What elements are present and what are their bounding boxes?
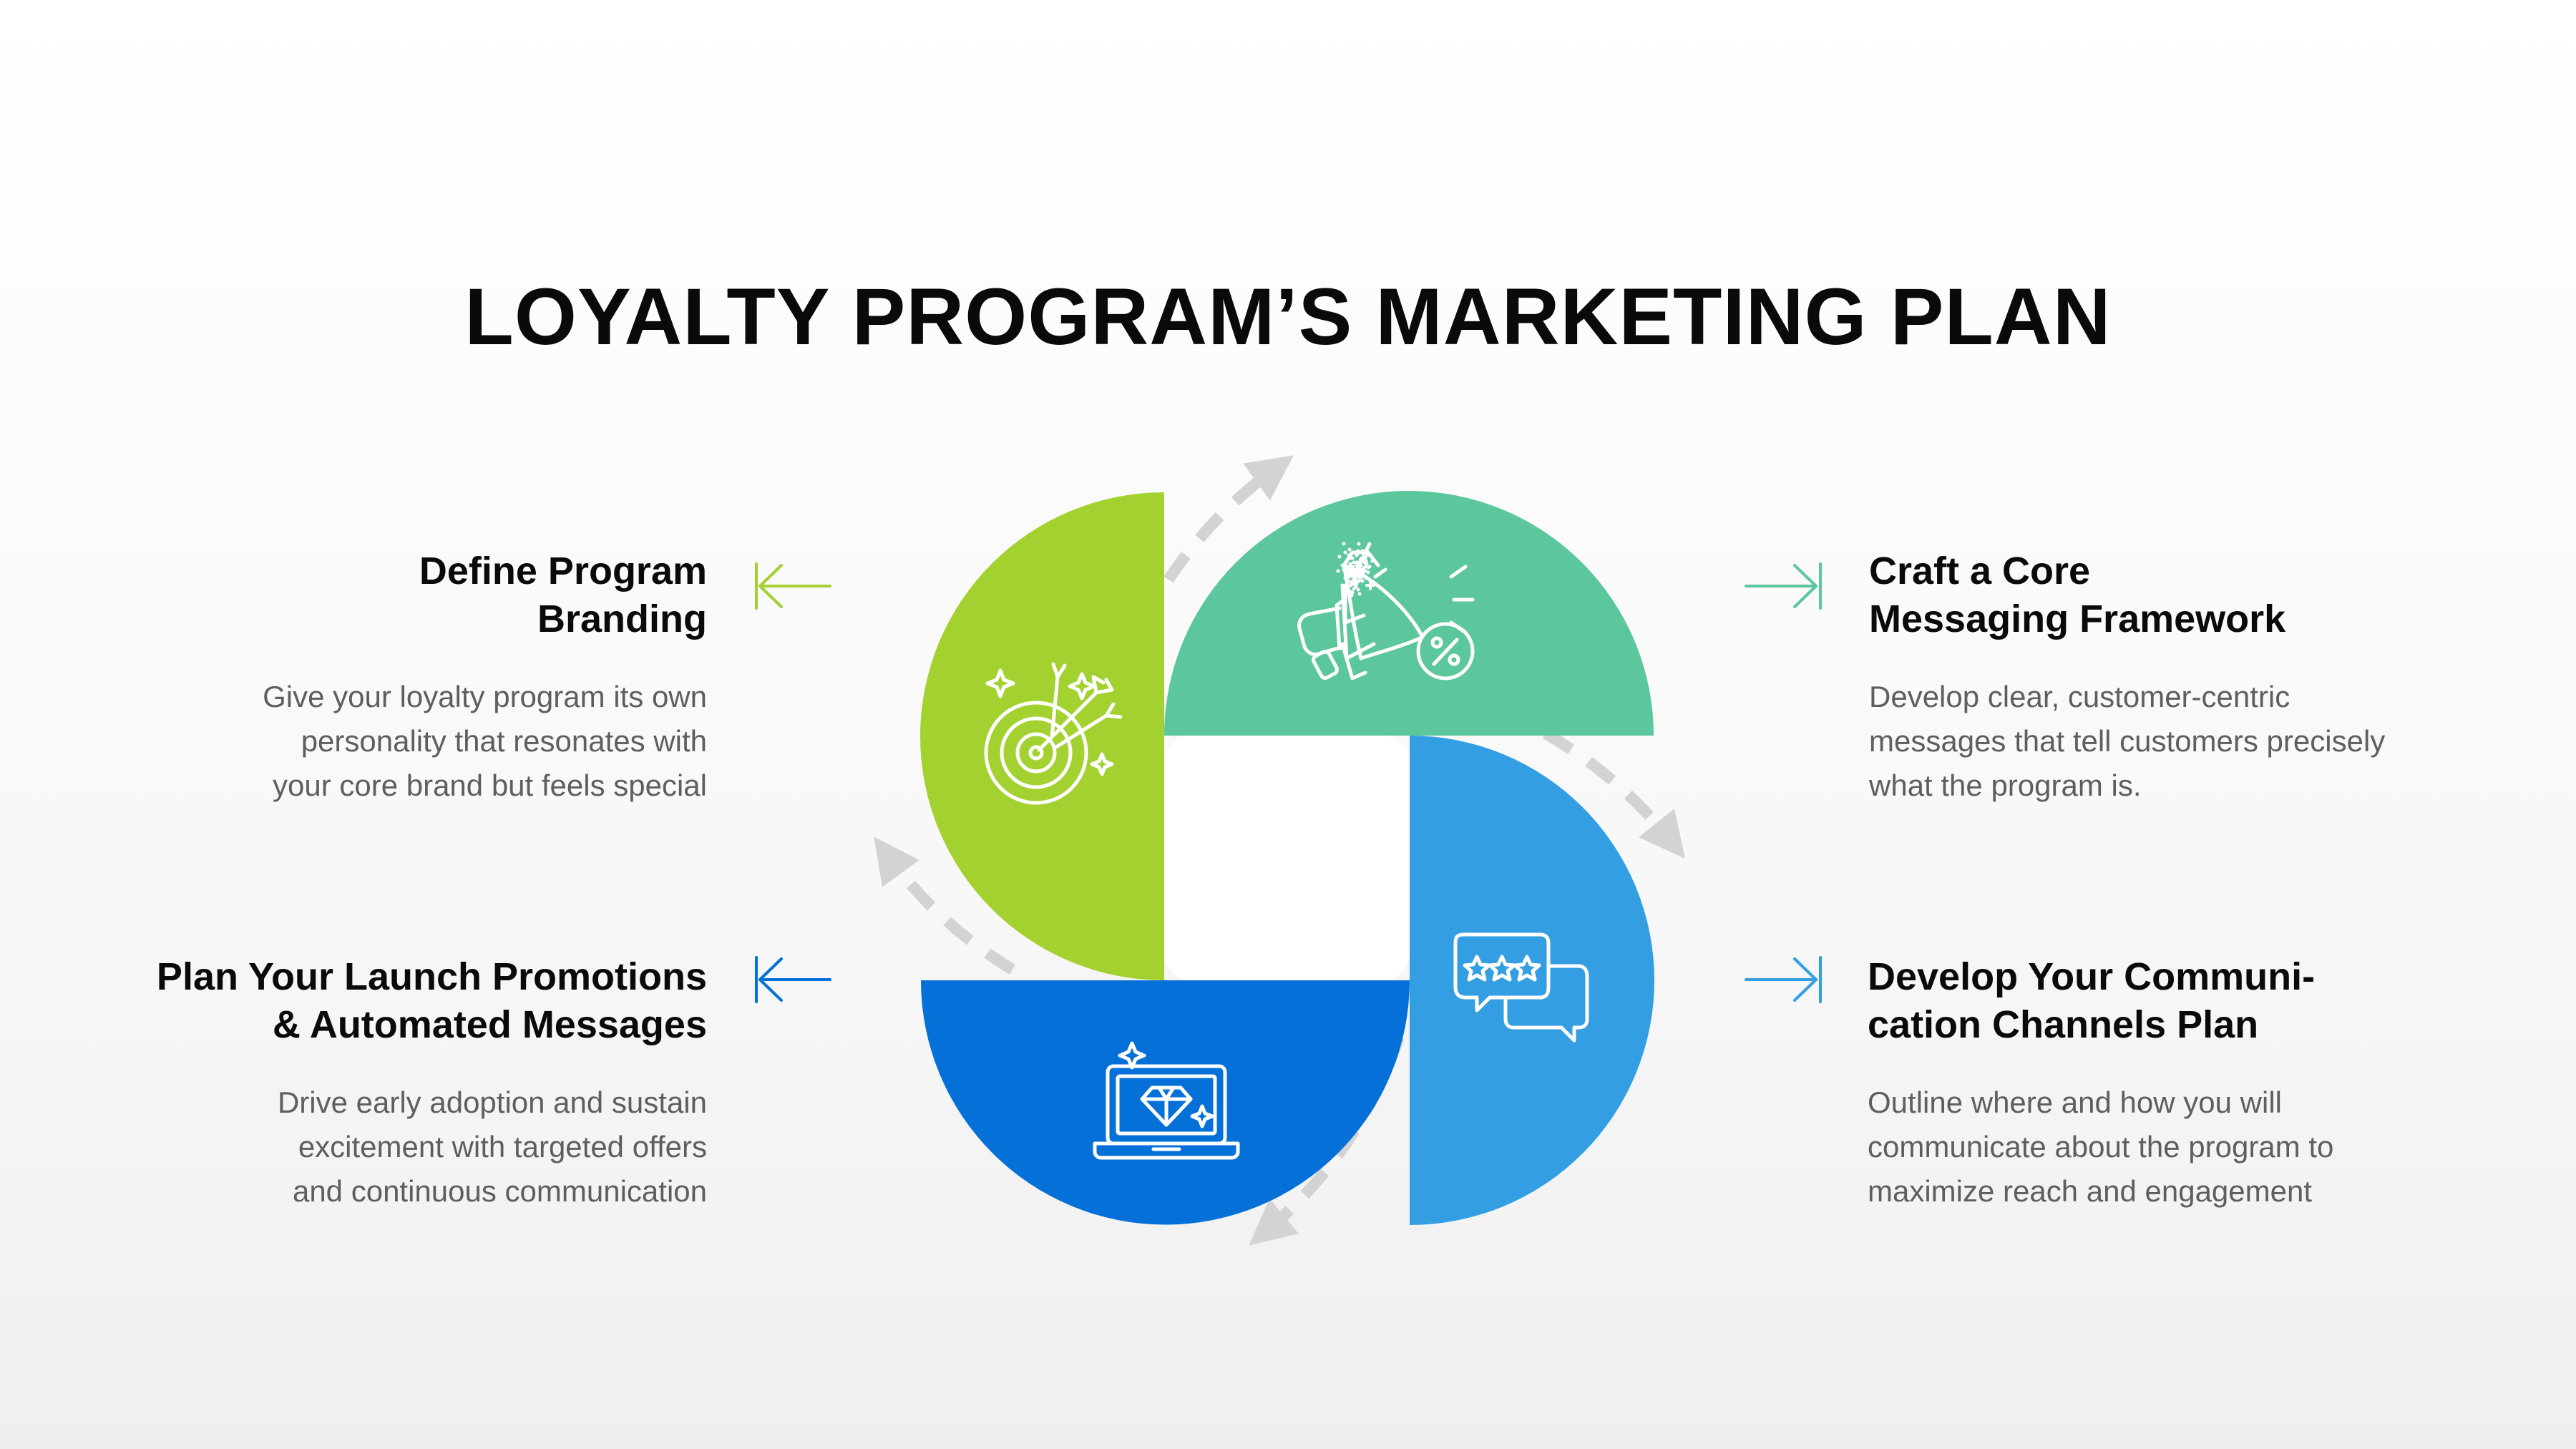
plus-signs-left-icon (1347, 565, 1375, 590)
connector-arrow-define-branding (755, 562, 831, 610)
step-description: Develop clear, customer-centric messages… (1869, 680, 2386, 802)
step-heading: Define Program Branding (419, 550, 707, 640)
step-description: Drive early adoption and sustain excitem… (277, 1085, 707, 1208)
petal-teal-messaging (1164, 491, 1654, 736)
cycle-arrow-left (874, 836, 1016, 975)
connector-arrow-channels (1745, 956, 1822, 1003)
step-launch-promotions: Plan Your Launch Promotions & Automated … (120, 953, 707, 1214)
laptop-diamond-icon (1093, 1041, 1240, 1160)
cycle-arrow-right (1543, 728, 1686, 859)
step-messaging-framework: Craft a Core Messaging Framework Develop… (1869, 547, 2456, 808)
connector-arrow-messaging (1745, 562, 1822, 610)
step-heading: Craft a Core Messaging Framework (1869, 550, 2286, 640)
step-description: Outline where and how you will communica… (1868, 1085, 2334, 1208)
step-heading: Develop Your Communi- cation Channels Pl… (1868, 955, 2316, 1046)
connector-arrow-launch (755, 956, 831, 1003)
chat-stars-icon (1453, 932, 1589, 1043)
center-square (1164, 736, 1410, 980)
plus-signs-icon (1352, 580, 1359, 587)
step-communication-channels: Develop Your Communi- cation Channels Pl… (1868, 953, 2454, 1214)
target-arrows-icon (984, 662, 1123, 805)
step-description: Give your loyalty program its own person… (263, 680, 707, 802)
cycle-arrow-top (1163, 455, 1294, 583)
page-title: LOYALTY PROGRAM’S MARKETING PLAN (464, 272, 2112, 361)
step-heading: Plan Your Launch Promotions & Automated … (156, 955, 707, 1046)
petal-lightblue-channels (1410, 736, 1654, 1225)
step-define-branding: Define Program Branding Give your loyalt… (120, 547, 707, 808)
megaphone-percent-icon (1297, 542, 1475, 680)
